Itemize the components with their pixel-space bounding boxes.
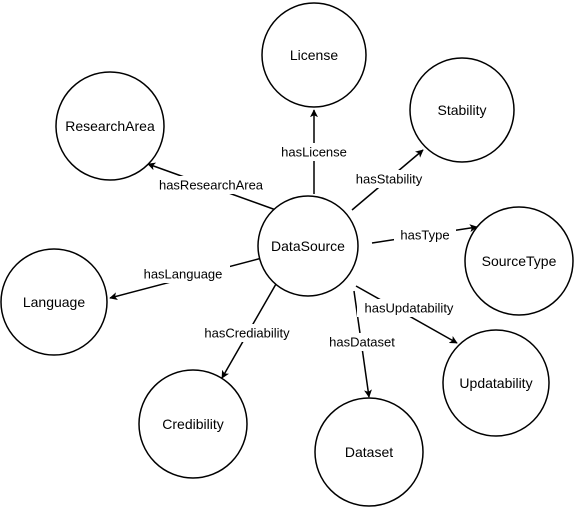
node-language: Language xyxy=(0,248,108,356)
node-stability: Stability xyxy=(409,57,515,163)
node-label-license: License xyxy=(290,47,338,63)
edge-label-has-dataset: hasDataset xyxy=(329,335,395,350)
node-sourcetype: SourceType xyxy=(464,206,574,316)
edge-label-has-research-area: hasResearchArea xyxy=(159,178,264,193)
node-label-stability: Stability xyxy=(437,102,486,118)
node-label-dataset: Dataset xyxy=(345,444,393,460)
edge-label-has-crediability: hasCrediability xyxy=(204,326,290,341)
edge-label-has-type: hasType xyxy=(400,228,449,243)
edge-label-has-language: hasLanguage xyxy=(144,267,223,282)
node-dataset: Dataset xyxy=(314,397,424,507)
node-label-researcharea: ResearchArea xyxy=(65,118,155,134)
node-datasource: DataSource xyxy=(257,195,359,297)
node-updatability: Updatability xyxy=(442,329,550,437)
node-label-updatability: Updatability xyxy=(459,375,532,391)
node-label-sourcetype: SourceType xyxy=(482,253,557,269)
edge-label-has-updatability: hasUpdatability xyxy=(365,301,454,316)
edge-labels-group: hasLicense hasStability hasResearchArea … xyxy=(136,143,461,351)
node-credibility: Credibility xyxy=(138,369,248,479)
edge-label-has-stability: hasStability xyxy=(356,172,423,187)
edge-label-has-license: hasLicense xyxy=(281,145,347,160)
node-label-credibility: Credibility xyxy=(162,416,223,432)
node-label-datasource: DataSource xyxy=(271,238,345,254)
node-label-language: Language xyxy=(23,294,86,310)
node-license: License xyxy=(261,2,367,108)
node-researcharea: ResearchArea xyxy=(55,71,165,181)
